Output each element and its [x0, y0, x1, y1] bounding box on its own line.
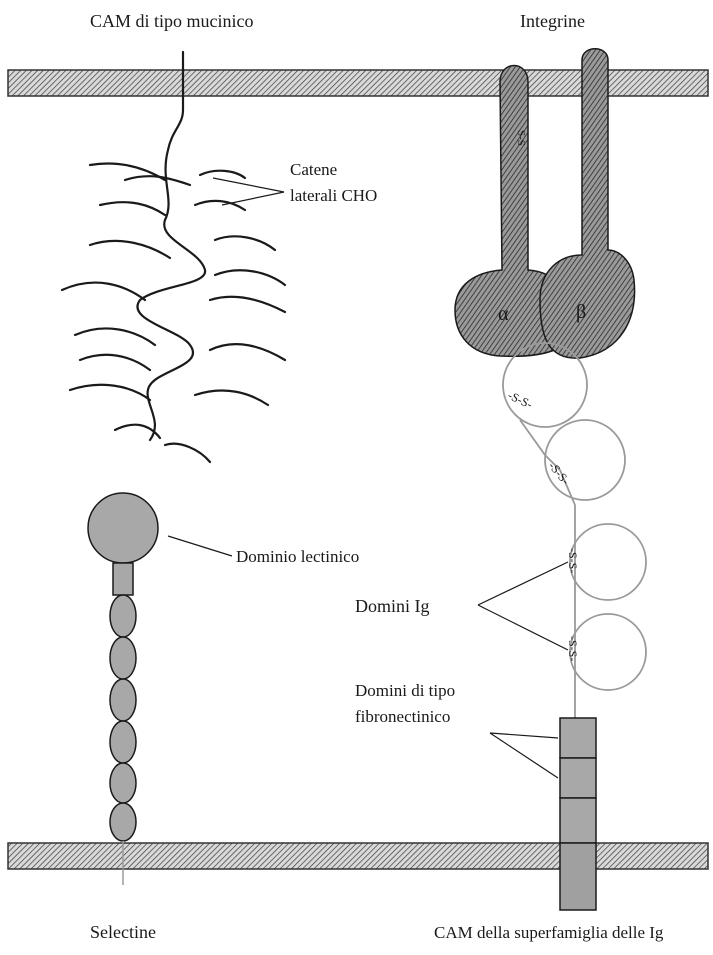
fibronectin-domain [560, 798, 596, 843]
cho-chain [165, 444, 210, 462]
egf-domain [113, 563, 133, 595]
cho-chain [215, 270, 285, 285]
label-cho-chains-1: Catene [290, 160, 337, 179]
cho-chain [215, 236, 275, 250]
cho-chain [195, 390, 268, 405]
label-ig-superfamily: CAM della superfamiglia delle Ig [434, 923, 664, 942]
fibronectin-domain [560, 758, 596, 798]
sushi-domain [110, 595, 136, 637]
fibronectin-pointer [490, 733, 558, 778]
selectin [88, 493, 158, 885]
integrin-ss-label: S-S [515, 130, 527, 146]
ig-pointer [478, 605, 568, 650]
ig-domain [570, 614, 646, 690]
ss-label: -S-S- [566, 636, 580, 661]
ig-domain [570, 524, 646, 600]
fibronectin-domains [560, 718, 596, 910]
cho-chain [100, 202, 165, 215]
ss-label: -S-S- [546, 459, 573, 487]
cho-chain [210, 297, 285, 312]
label-ig-domains: Domini Ig [355, 596, 430, 616]
cho-chain [125, 176, 190, 185]
ss-label: -S-S- [566, 548, 580, 573]
sushi-domain [110, 763, 136, 803]
fibronectin-pointer [490, 733, 558, 738]
ig-pointer [478, 562, 568, 605]
sushi-domain [110, 721, 136, 763]
cho-chain [70, 385, 150, 400]
transmembrane-segment [560, 843, 596, 910]
label-lectin-domain: Dominio lectinico [236, 547, 359, 566]
cho-chain [210, 344, 285, 360]
lectin-domain [88, 493, 158, 563]
sushi-domain [110, 679, 136, 721]
label-cho-chains-2: laterali CHO [290, 186, 377, 205]
cho-chain [90, 163, 165, 180]
cho-chain [75, 328, 155, 345]
ig-domain [503, 343, 587, 427]
cho-chain [200, 171, 245, 178]
lectin-pointer [168, 536, 232, 556]
mucin-cam [62, 52, 285, 462]
label-mucin-cam: CAM di tipo mucinico [90, 11, 254, 31]
alpha-label: α [498, 303, 509, 325]
cho-pointer [222, 192, 284, 205]
label-fibronectin-2: fibronectinico [355, 707, 450, 726]
beta-label: β [576, 301, 586, 323]
label-fibronectin-1: Domini di tipo [355, 681, 455, 700]
cho-pointer [213, 178, 284, 192]
cho-chain [90, 241, 170, 258]
sushi-domain [110, 803, 136, 841]
bottom-membrane [8, 843, 708, 869]
cho-chain [62, 283, 145, 300]
label-selectins: Selectine [90, 922, 156, 942]
cho-chain [80, 355, 150, 370]
label-integrins: Integrine [520, 11, 585, 31]
fibronectin-domain [560, 718, 596, 758]
sushi-domain [110, 637, 136, 679]
ig-disulfide-labels: -S-S- -S-S- -S-S- -S-S- [506, 388, 580, 661]
